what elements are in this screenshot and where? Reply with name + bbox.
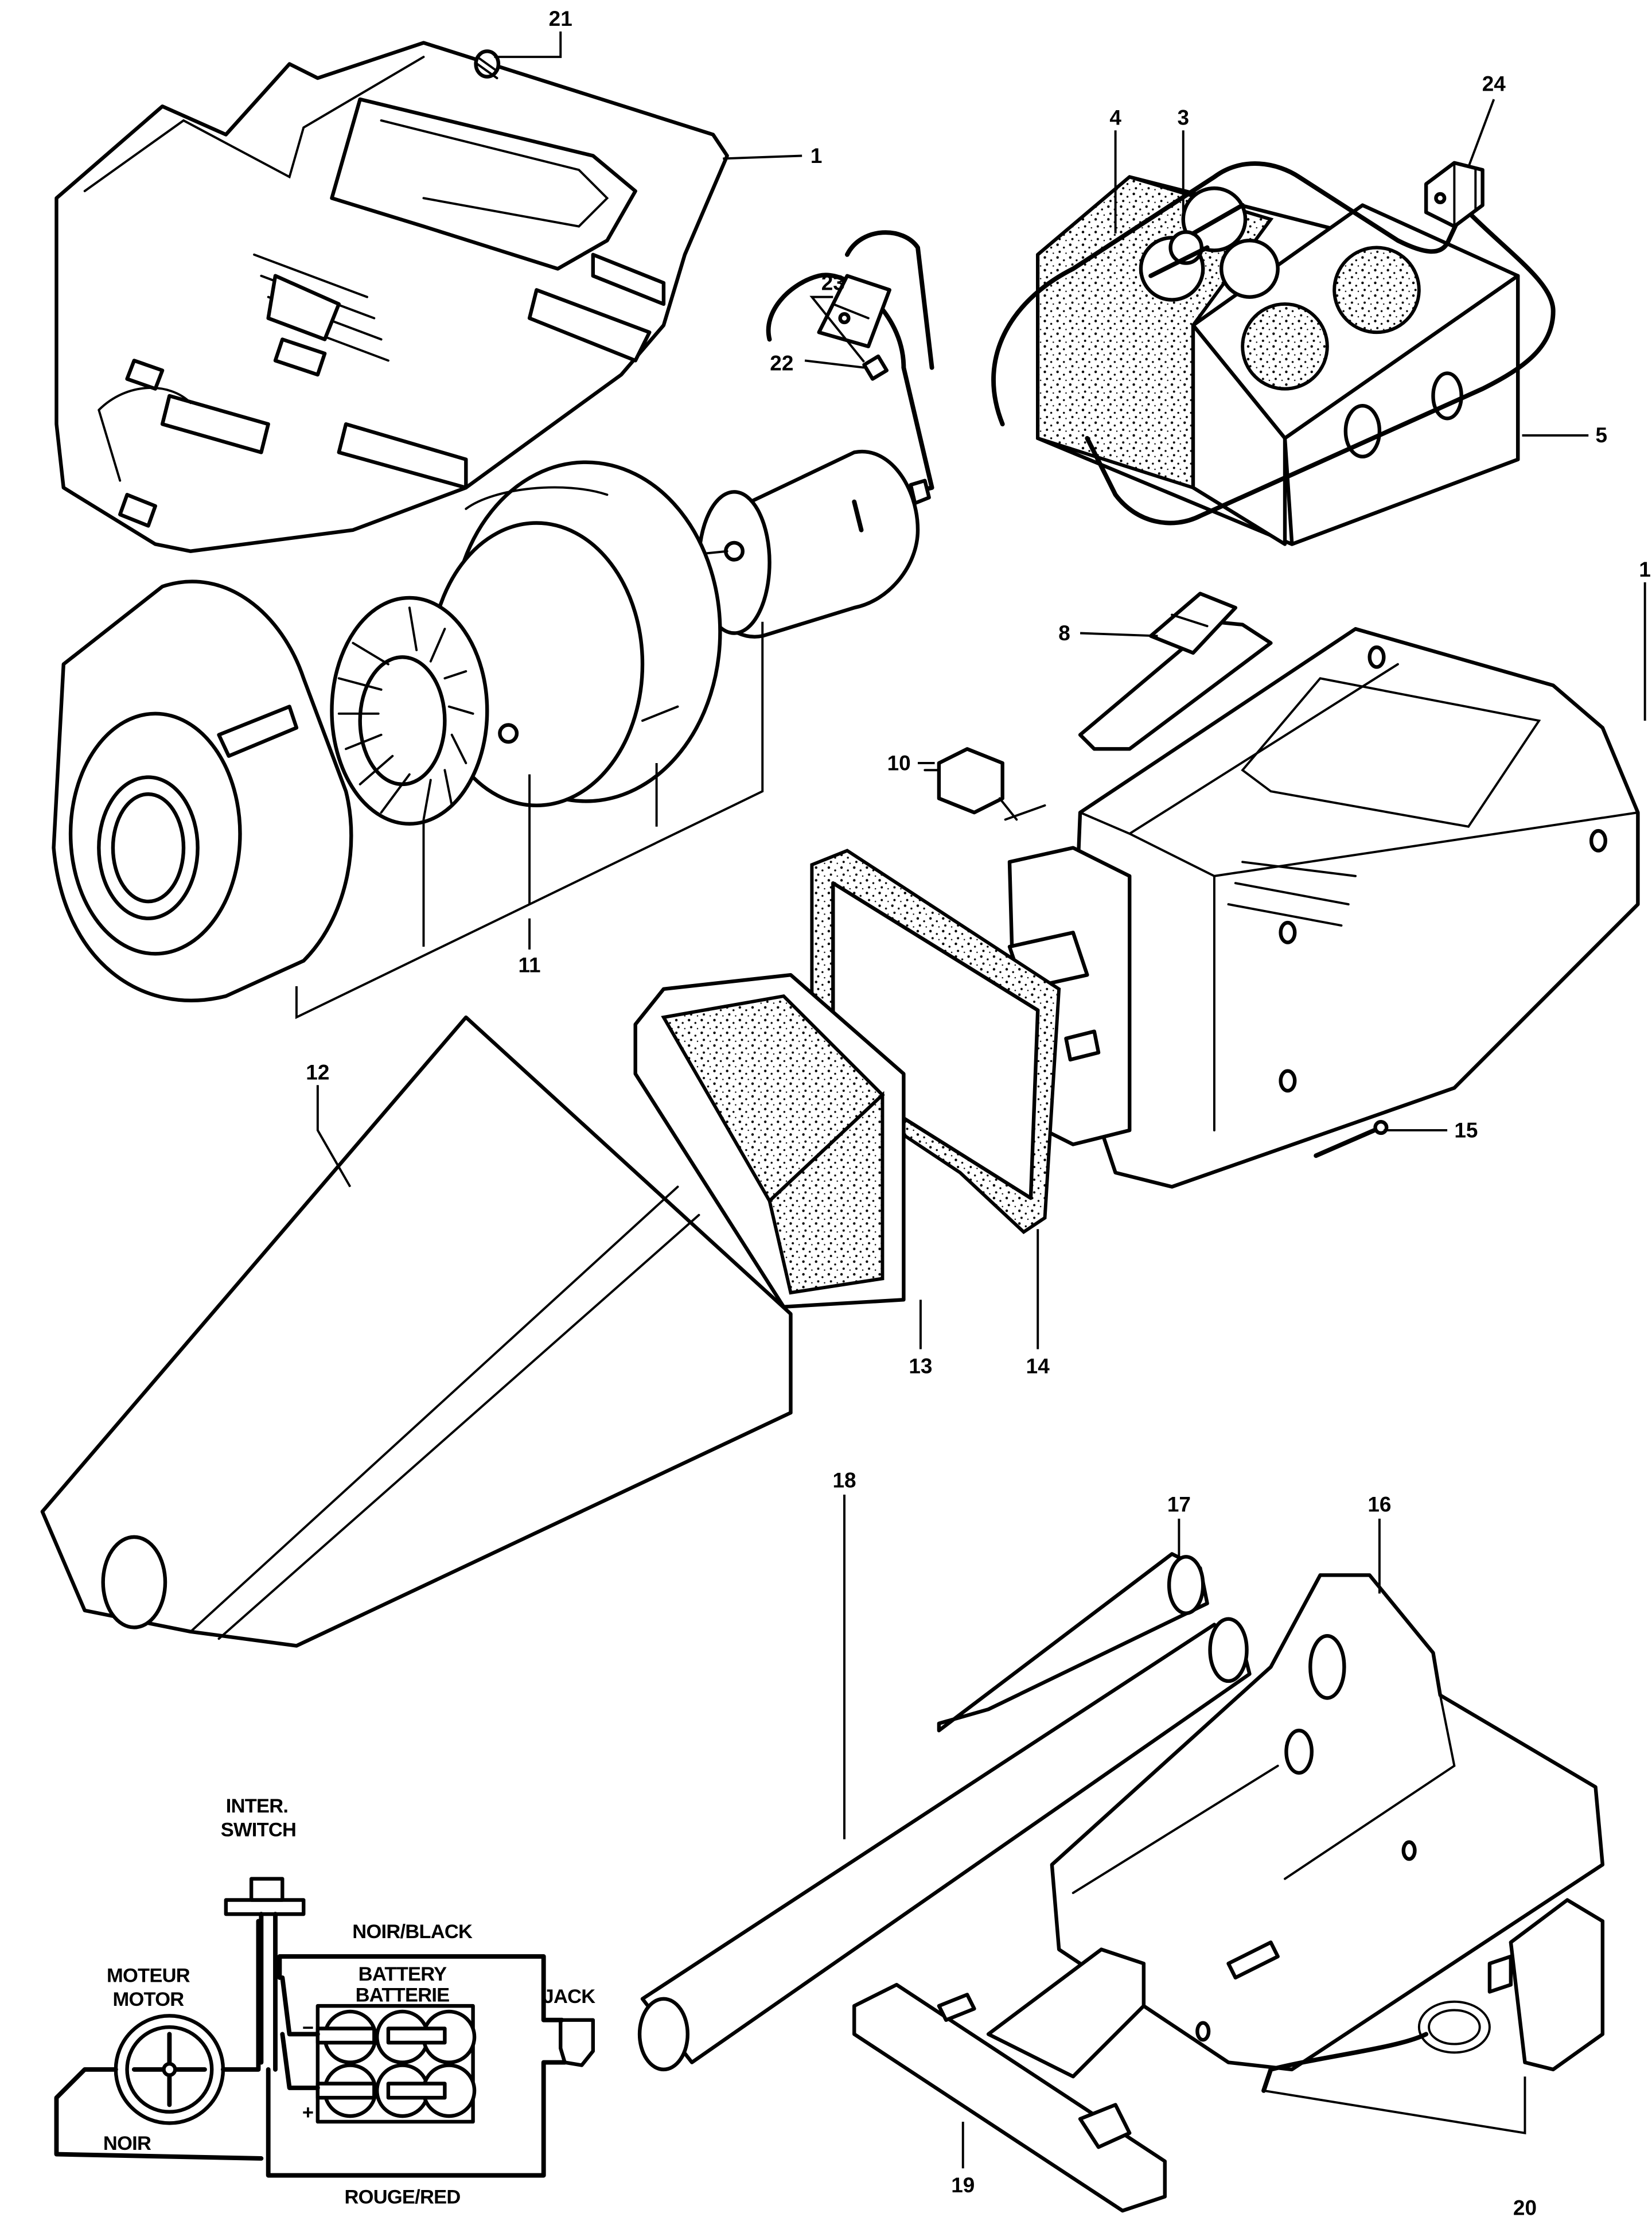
switch-symbol: [224, 1877, 306, 2072]
callout-20: 20: [1513, 2196, 1537, 2219]
fan-impeller: [330, 596, 519, 826]
plus-sign: +: [302, 2102, 313, 2123]
wire-label-black-top: NOIR/BLACK: [352, 1921, 473, 1943]
callout-3: 3: [1178, 106, 1190, 129]
callout-16: 16: [1367, 1493, 1391, 1516]
extension-tube: [637, 1617, 1252, 2072]
switch-button: [1078, 592, 1273, 751]
callout-15: 15: [1454, 1118, 1478, 1142]
callout-22: 22: [770, 352, 793, 375]
callout-1-left: 1: [811, 144, 823, 168]
callout-labels: 21 1 24 4 3 5 23 22 1 8 10 11 12 13 14 1…: [306, 7, 1651, 2219]
bracket-11: [295, 621, 764, 1020]
callout-10: 10: [887, 751, 911, 775]
callout-14: 14: [1026, 1354, 1050, 1378]
filter: [633, 973, 906, 1309]
minus-sign: −: [302, 2017, 313, 2039]
floor-nozzle: [852, 1947, 1167, 2213]
callout-8: 8: [1058, 621, 1070, 645]
jack-socket: [1424, 161, 1485, 228]
callout-12: 12: [306, 1060, 329, 1084]
switch-label-fr: INTER.: [226, 1795, 289, 1817]
screw-22: [862, 354, 889, 381]
wiring-diagram: INTER. SWITCH MOTEUR MOTOR BATTERY BATTE…: [54, 1795, 596, 2208]
callout-23: 23: [821, 271, 845, 294]
wires: [54, 1919, 567, 2178]
battery-assembly: [1036, 175, 1520, 546]
callout-5: 5: [1596, 423, 1608, 447]
motor: [697, 449, 931, 639]
callout-19: 19: [951, 2173, 975, 2197]
dust-bowl: [40, 1015, 793, 1648]
callout-4: 4: [1109, 106, 1121, 129]
housing-half-left: [54, 41, 729, 553]
wire-harness: [766, 161, 1556, 526]
battery-label-fr: BATTERIE: [356, 1985, 450, 2006]
switch-label-en: SWITCH: [221, 1819, 296, 1841]
leader-lines: [316, 31, 1646, 2169]
motor-housing: [428, 460, 722, 808]
jack-label: JACK: [543, 1986, 596, 2008]
wall-bracket: [1050, 1573, 1605, 2072]
motor-label-en: MOTOR: [113, 1989, 185, 2010]
callout-21: 21: [549, 7, 572, 30]
callout-17: 17: [1167, 1493, 1191, 1516]
motor-symbol: [114, 2014, 225, 2125]
callout-13: 13: [909, 1354, 932, 1378]
screw-fan: [498, 723, 519, 744]
jack-symbol: [559, 2018, 595, 2067]
motor-label-fr: MOTEUR: [107, 1965, 190, 1986]
crevice-tool: [937, 1552, 1209, 1733]
wire-label-black-bottom: NOIR: [103, 2133, 151, 2154]
callout-11: 11: [519, 953, 541, 977]
battery-symbol: [315, 2004, 477, 2124]
callout-1-right: 1: [1639, 558, 1651, 581]
callout-18: 18: [832, 1469, 856, 1492]
battery-label-en: BATTERY: [359, 1963, 447, 1985]
fan-cover: [52, 579, 353, 1002]
charger: [1261, 1898, 1605, 2093]
switch: [924, 747, 1046, 821]
callout-24: 24: [1482, 72, 1506, 95]
wire-label-red: ROUGE/RED: [345, 2187, 461, 2208]
